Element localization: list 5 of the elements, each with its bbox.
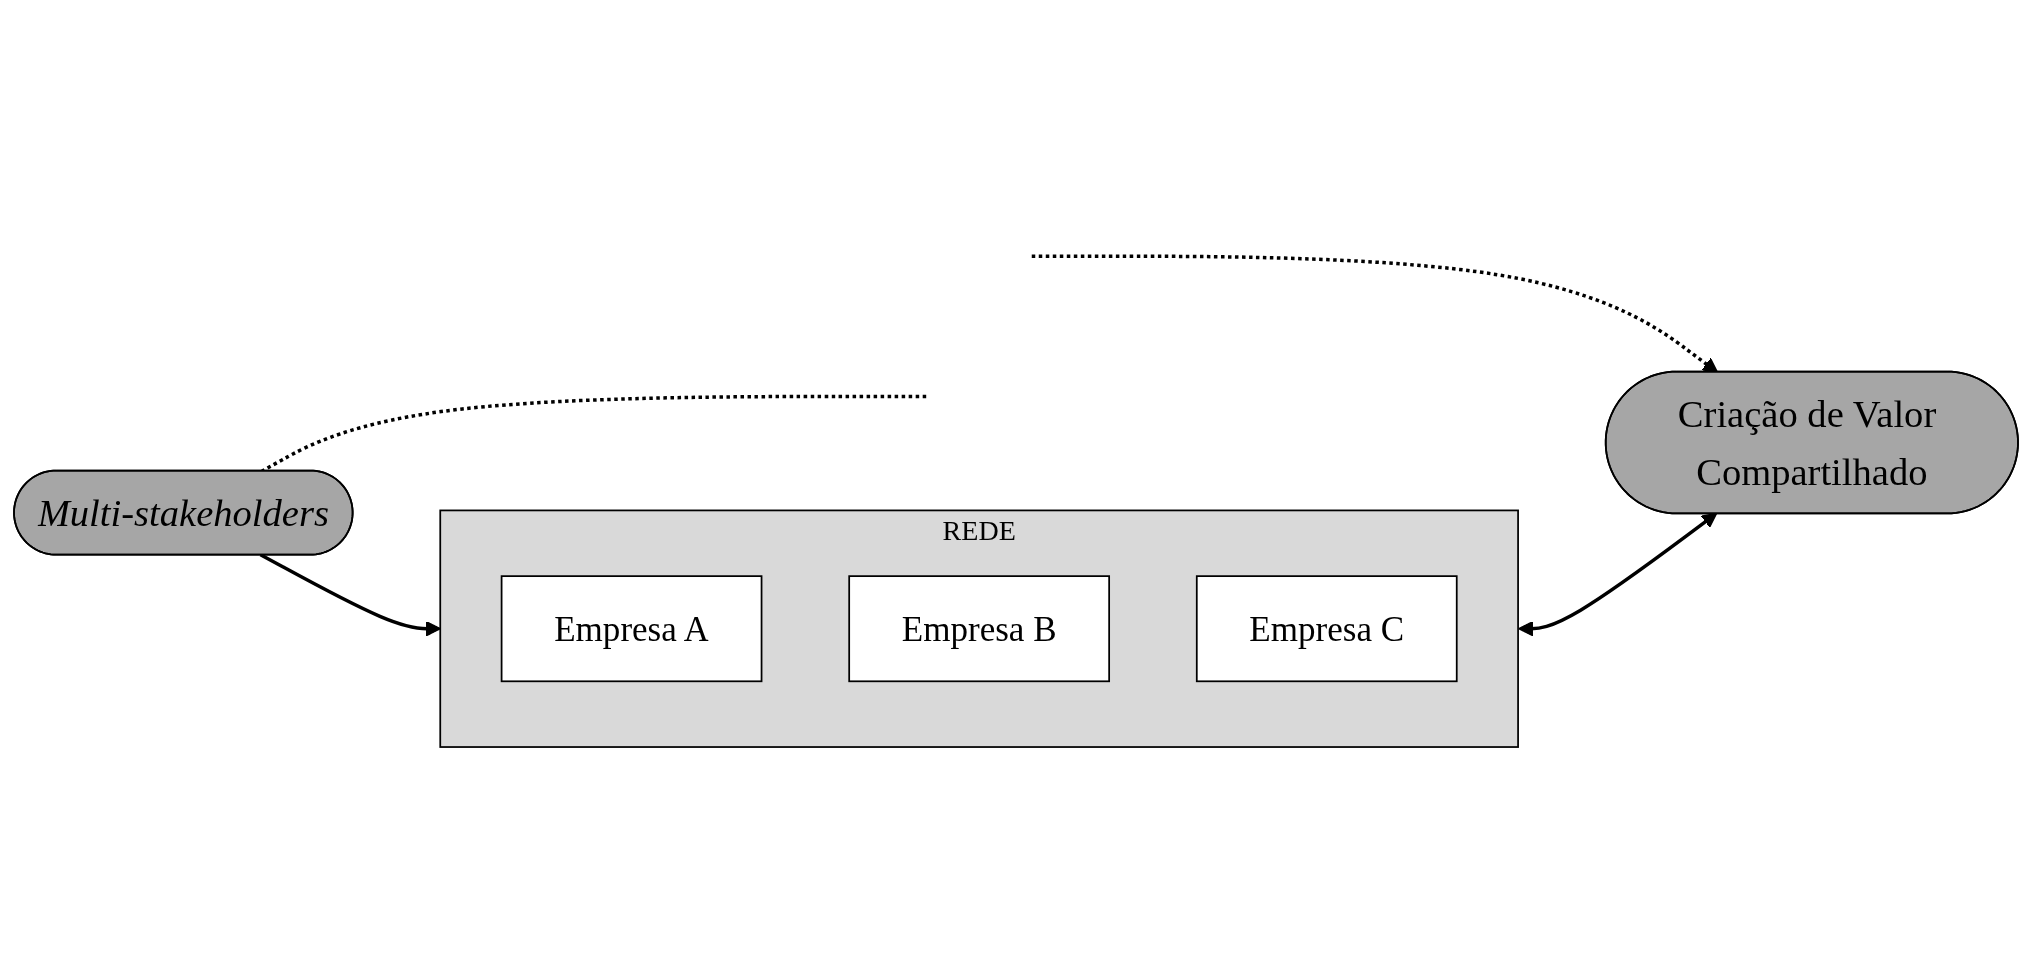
node-box: Empresa B <box>848 575 1110 683</box>
arrow <box>1518 512 1718 637</box>
node-box: Empresa A <box>500 575 763 683</box>
arrow <box>259 553 441 637</box>
node-box: Empresa C <box>1195 575 1458 683</box>
